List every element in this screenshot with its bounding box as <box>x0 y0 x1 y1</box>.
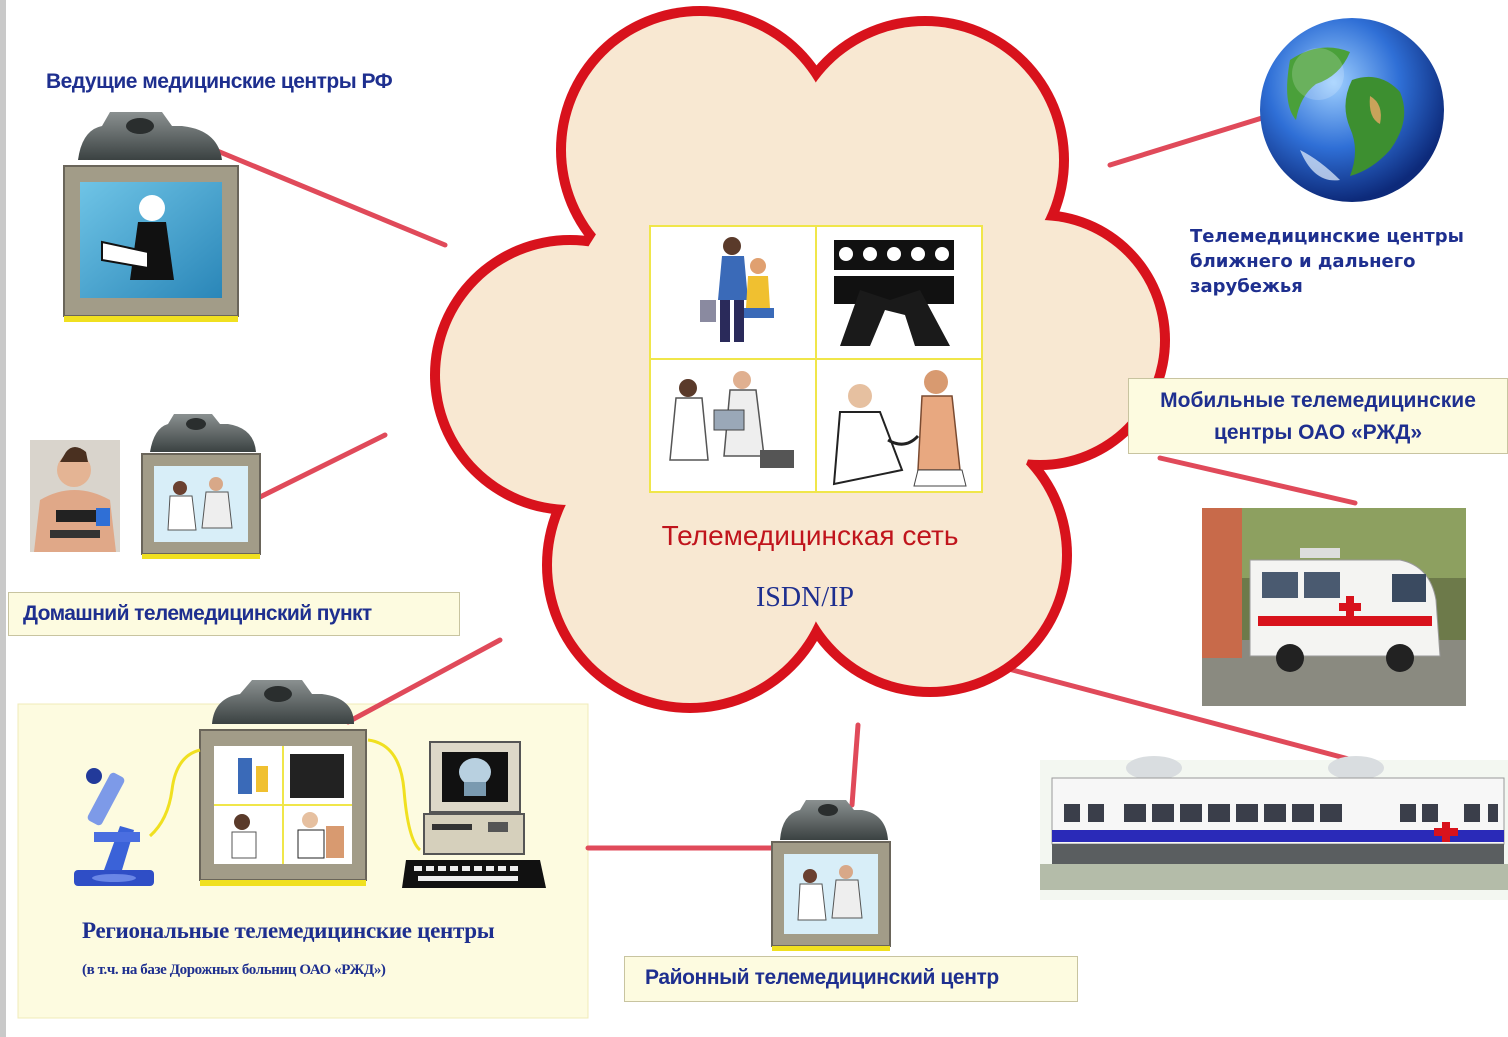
ambulance-icon <box>1202 508 1466 706</box>
workstation-icon <box>402 741 546 888</box>
doctor-consultation-clipart <box>700 237 774 342</box>
cloud-title: Телемедицинская сеть <box>661 520 959 551</box>
label-foreign-line-1: Телемедицинские центры <box>1190 226 1464 247</box>
regional-cable-right <box>367 738 422 852</box>
link-regional <box>345 637 503 725</box>
home-videoconf-terminal-icon <box>141 414 261 559</box>
label-mobile-centers: Мобильные телемедицинские центры ОАО «РЖ… <box>1128 378 1508 454</box>
label-foreign-centers: Телемедицинские центры ближнего и дальне… <box>1190 224 1464 299</box>
label-home-point: Домашний телемедицинский пункт <box>8 592 460 636</box>
globe-icon <box>1260 18 1444 202</box>
regional-videoconf-terminal-icon <box>199 680 367 886</box>
central-image-grid <box>649 225 983 493</box>
link-foreign-centers <box>1107 115 1265 168</box>
videoconf-terminal-icon <box>63 112 239 322</box>
link-home-point <box>255 432 388 501</box>
patient-photo-icon <box>30 440 120 552</box>
link-leading-centers <box>212 147 448 248</box>
monitoring-screens-clipart <box>834 240 954 346</box>
label-regional-note: (в т.ч. на базе Дорожных больниц ОАО «РЖ… <box>82 962 386 978</box>
link-district <box>849 722 861 808</box>
network-links <box>212 115 1363 851</box>
regional-cable-left <box>148 748 201 838</box>
label-mobile-line-2: центры ОАО «РЖД» <box>1213 421 1423 444</box>
label-district-center: Районный телемедицинский центр <box>624 956 1078 1002</box>
label-foreign-line-2: ближнего и дальнего <box>1190 251 1416 272</box>
label-foreign-line-3: зарубежья <box>1190 276 1303 297</box>
link-train <box>1002 665 1363 765</box>
label-regional-centers: Региональные телемедицинские центры <box>82 918 495 943</box>
label-mobile-line-1: Мобильные телемедицинские <box>1160 389 1476 412</box>
lab-staff-clipart <box>669 371 794 468</box>
district-videoconf-terminal-icon <box>771 800 891 951</box>
label-leading-centers: Ведущие медицинские центры РФ <box>46 70 393 93</box>
link-mobile-centers <box>1157 455 1358 506</box>
left-edge-strip <box>0 0 6 1037</box>
train-car-icon <box>1040 756 1508 900</box>
cloud-subtitle: ISDN/IP <box>755 582 854 613</box>
doctor-examination-clipart <box>832 370 967 487</box>
microscope-icon <box>74 768 154 886</box>
